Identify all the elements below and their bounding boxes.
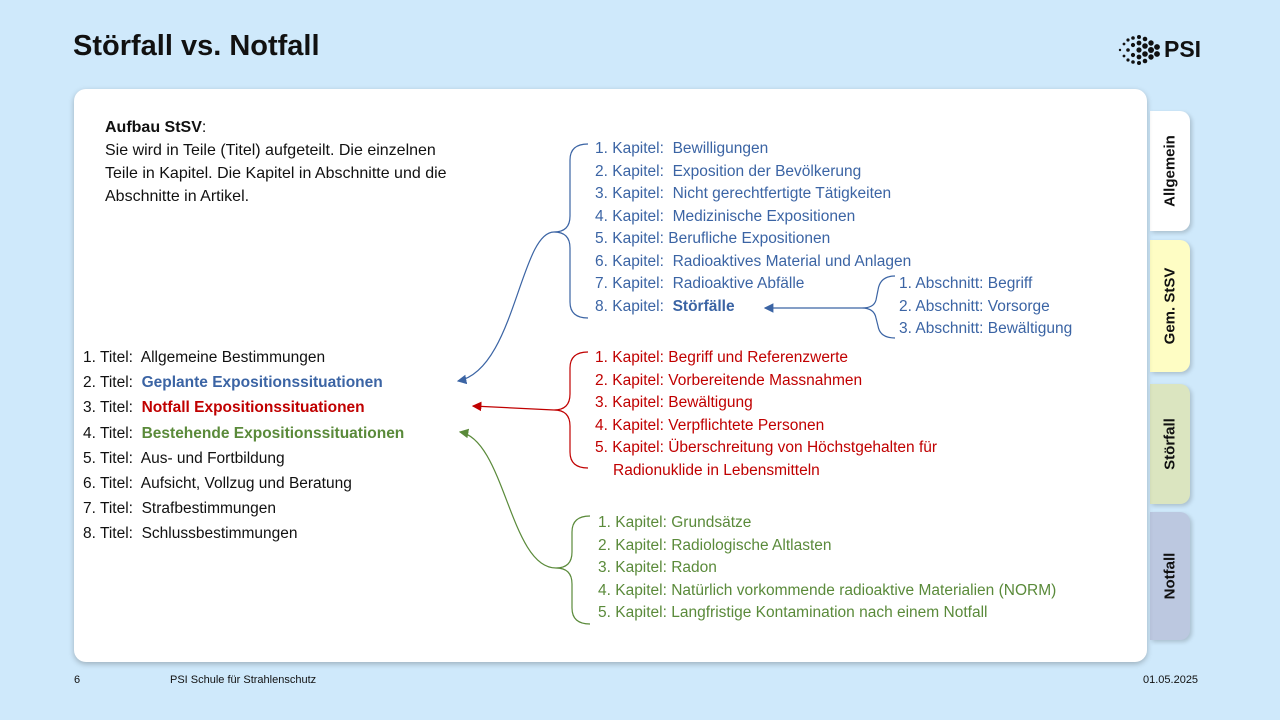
chapter-item: 4. Kapitel: Verpflichtete Personen	[595, 416, 825, 434]
title-item-2: 2. Titel: Geplante Expositionssituatione…	[83, 370, 404, 395]
title-num: 5. Titel:	[83, 449, 133, 467]
intro-body: Sie wird in Teile (Titel) aufgeteilt. Di…	[105, 142, 447, 205]
chapter-item: 2. Kapitel: Vorbereitende Massnahmen	[595, 371, 863, 389]
tab-label: Störfall	[1161, 418, 1179, 470]
chapter-item: 4. Kapitel: Medizinische Expositionen	[595, 207, 856, 225]
psi-logo: PSI	[1112, 30, 1212, 70]
chapter-item: 6. Kapitel: Radioaktives Material und An…	[595, 252, 912, 270]
title-label: Strafbestimmungen	[141, 500, 276, 518]
title-num: 7. Titel:	[83, 500, 133, 518]
title-item-8: 8. Titel: Schlussbestimmungen	[83, 521, 404, 546]
title-item-3: 3. Titel: Notfall Expositionssituationen	[83, 395, 404, 420]
title-label: Allgemeine Bestimmungen	[140, 349, 326, 366]
title-item-5: 5. Titel: Aus- und Fortbildung	[83, 446, 404, 471]
chapter-item: 4. Kapitel: Natürlich vorkommende radioa…	[598, 581, 1057, 599]
title-num: 2. Titel:	[83, 374, 133, 392]
chapter-item: 3. Kapitel: Bewältigung	[595, 394, 753, 411]
chapter-item: 1. Kapitel: Begriff und Referenzwerte	[595, 349, 849, 366]
title-num: 1. Titel:	[83, 349, 133, 366]
title-label: Notfall Expositionssituationen	[141, 399, 365, 417]
emergency-chapters-list: 1. Kapitel: Begriff und Referenzwerte 2.…	[595, 347, 937, 482]
title-label: Geplante Expositionssituationen	[141, 374, 383, 392]
title-label: Aufsicht, Vollzug und Beratung	[140, 474, 352, 492]
section-item: 3. Abschnitt: Bewältigung	[899, 320, 1073, 337]
intro-colon: :	[201, 119, 207, 136]
tab-stoerfall[interactable]: Störfall	[1150, 384, 1190, 504]
title-num: 6. Titel:	[83, 474, 133, 492]
title-label: Aus- und Fortbildung	[140, 449, 285, 467]
tab-label: Gem. StSV	[1161, 267, 1179, 345]
title-num: 3. Titel:	[83, 399, 133, 417]
tab-label: Notfall	[1161, 552, 1179, 600]
title-item-7: 7. Titel: Strafbestimmungen	[83, 496, 404, 521]
logo-text: PSI	[1164, 36, 1202, 62]
chapter-item: 7. Kapitel: Radioaktive Abfälle	[595, 275, 805, 292]
titles-list: 1. Titel: Allgemeine Bestimmungen 2. Tit…	[83, 345, 404, 547]
chapter-item: 5. Kapitel: Überschreitung von Höchstgeh…	[595, 439, 938, 456]
tab-allgemein[interactable]: Allgemein	[1150, 111, 1190, 231]
chapter-item: 2. Kapitel: Radiologische Altlasten	[598, 536, 832, 554]
title-item-1: 1. Titel: Allgemeine Bestimmungen	[83, 345, 404, 370]
tab-notfall[interactable]: Notfall	[1150, 512, 1190, 640]
content-card	[74, 89, 1147, 662]
stoerfaelle-sections-list: 1. Abschnitt: Begriff 2. Abschnitt: Vors…	[899, 273, 1072, 341]
section-item: 1. Abschnitt: Begriff	[899, 275, 1033, 292]
existing-chapters-list: 1. Kapitel: Grundsätze 2. Kapitel: Radio…	[598, 512, 1056, 625]
intro-text-block: Aufbau StSV: Sie wird in Teile (Titel) a…	[105, 116, 465, 208]
chapter-item: 1. Kapitel: Bewilligungen	[595, 140, 769, 157]
tab-label: Allgemein	[1161, 135, 1179, 207]
title-num: 4. Titel:	[83, 424, 133, 442]
logo-dots-icon	[1118, 35, 1160, 65]
section-item: 2. Abschnitt: Vorsorge	[899, 297, 1050, 315]
chapter-item: 2. Kapitel: Exposition der Bevölkerung	[595, 162, 862, 180]
tab-gem-stsv[interactable]: Gem. StSV	[1150, 240, 1190, 372]
chapter-item: 3. Kapitel: Radon	[598, 559, 717, 576]
footer-org: PSI Schule für Strahlenschutz	[170, 674, 317, 686]
title-num: 8. Titel:	[83, 525, 133, 543]
chapter-item-stoerfaelle: 8. Kapitel: Störfälle	[595, 297, 735, 315]
chapter-item: 5. Kapitel: Langfristige Kontamination n…	[598, 604, 988, 621]
planned-chapters-list: 1. Kapitel: Bewilligungen 2. Kapitel: Ex…	[595, 138, 911, 318]
chapter-item-continued: Radionuklide in Lebensmitteln	[613, 461, 820, 479]
slide-title: Störfall vs. Notfall	[73, 30, 320, 62]
footer-page-number: 6	[74, 674, 81, 686]
chapter-item: 5. Kapitel: Berufliche Expositionen	[595, 230, 831, 247]
title-label: Schlussbestimmungen	[141, 525, 298, 543]
title-label: Bestehende Expositionssituationen	[141, 424, 405, 442]
intro-heading: Aufbau StSV	[105, 119, 202, 136]
title-item-4: 4. Titel: Bestehende Expositionssituatio…	[83, 421, 404, 446]
title-item-6: 6. Titel: Aufsicht, Vollzug und Beratung	[83, 471, 404, 496]
chapter-item: 1. Kapitel: Grundsätze	[598, 514, 752, 531]
footer-date: 01.05.2025	[1143, 674, 1199, 686]
chapter-item: 3. Kapitel: Nicht gerechtfertigte Tätigk…	[595, 185, 892, 202]
